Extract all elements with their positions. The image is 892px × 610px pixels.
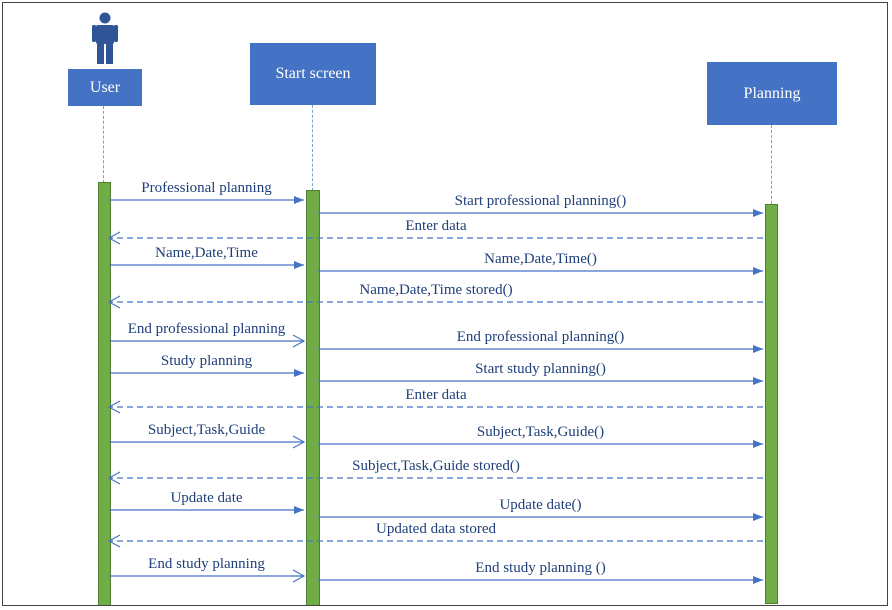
message-10: Start study planning() — [318, 361, 763, 385]
message-17: Updated data stored — [107, 521, 763, 548]
message-label: End professional planning() — [457, 329, 624, 345]
message-7: End professional planning — [109, 321, 306, 348]
lifeline-user — [103, 106, 104, 183]
message-label: Update date — [170, 490, 242, 506]
message-label: End study planning () — [475, 560, 605, 576]
participant-planning-label: Planning — [743, 84, 801, 102]
message-1: Professional planning — [109, 180, 304, 204]
message-label: Updated data stored — [376, 521, 496, 537]
participant-user-label: User — [89, 78, 121, 96]
message-15: Update date — [109, 490, 304, 514]
message-label: Subject,Task,Guide stored() — [352, 458, 520, 474]
message-5: Name,Date,Time() — [318, 251, 763, 275]
participant-start-screen-label: Start screen — [275, 65, 351, 82]
activation-user — [98, 182, 111, 605]
message-16: Update date() — [318, 497, 763, 521]
message-label: Enter data — [405, 218, 467, 234]
message-3: Enter data — [107, 218, 763, 245]
arrowhead-open — [107, 471, 121, 485]
arrowhead-open — [292, 435, 306, 449]
message-label: Name,Date,Time() — [484, 251, 597, 267]
arrowhead-open — [107, 231, 121, 245]
arrowhead-filled — [294, 369, 304, 377]
message-label: Enter data — [405, 387, 467, 403]
activation-planning — [765, 204, 778, 604]
activation-start-screen — [306, 190, 320, 605]
message-label: Name,Date,Time stored() — [359, 282, 512, 298]
participant-user: User — [68, 69, 142, 106]
person-icon — [92, 12, 118, 64]
lifeline-start-screen — [312, 105, 313, 191]
message-label: Study planning — [161, 353, 253, 369]
arrowhead-open — [292, 569, 306, 583]
arrowhead-open — [107, 400, 121, 414]
message-14: Subject,Task,Guide stored() — [107, 458, 763, 485]
message-8: End professional planning() — [318, 329, 763, 353]
message-4: Name,Date,Time — [109, 245, 304, 269]
message-11: Enter data — [107, 387, 763, 414]
arrowhead-filled — [294, 261, 304, 269]
participant-planning: Planning — [707, 62, 837, 125]
message-label: Name,Date,Time — [155, 245, 258, 261]
message-label: Subject,Task,Guide — [148, 422, 266, 438]
message-label: Subject,Task,Guide() — [477, 424, 604, 440]
message-label: End study planning — [148, 556, 265, 572]
message-label: Start professional planning() — [455, 193, 627, 209]
message-label: Update date() — [499, 497, 581, 513]
arrowhead-open — [107, 295, 121, 309]
arrowhead-filled — [753, 209, 763, 217]
arrowhead-filled — [753, 440, 763, 448]
arrowhead-open — [292, 334, 306, 348]
participant-start-screen: Start screen — [250, 43, 376, 105]
message-6: Name,Date,Time stored() — [107, 282, 763, 309]
message-19: End study planning () — [318, 560, 763, 584]
arrowhead-filled — [753, 576, 763, 584]
lifeline-planning — [771, 125, 772, 204]
message-label: Start study planning() — [475, 361, 606, 377]
arrowhead-filled — [753, 377, 763, 385]
message-label: Professional planning — [141, 180, 272, 196]
message-label: End professional planning — [128, 321, 286, 337]
arrowhead-filled — [753, 267, 763, 275]
message-2: Start professional planning() — [318, 193, 763, 217]
message-13: Subject,Task,Guide() — [318, 424, 763, 448]
arrowhead-filled — [294, 196, 304, 204]
message-12: Subject,Task,Guide — [109, 422, 306, 449]
message-9: Study planning — [109, 353, 304, 377]
arrowhead-filled — [753, 513, 763, 521]
arrowhead-filled — [753, 345, 763, 353]
arrowhead-filled — [294, 506, 304, 514]
message-18: End study planning — [109, 556, 306, 583]
arrowhead-open — [107, 534, 121, 548]
